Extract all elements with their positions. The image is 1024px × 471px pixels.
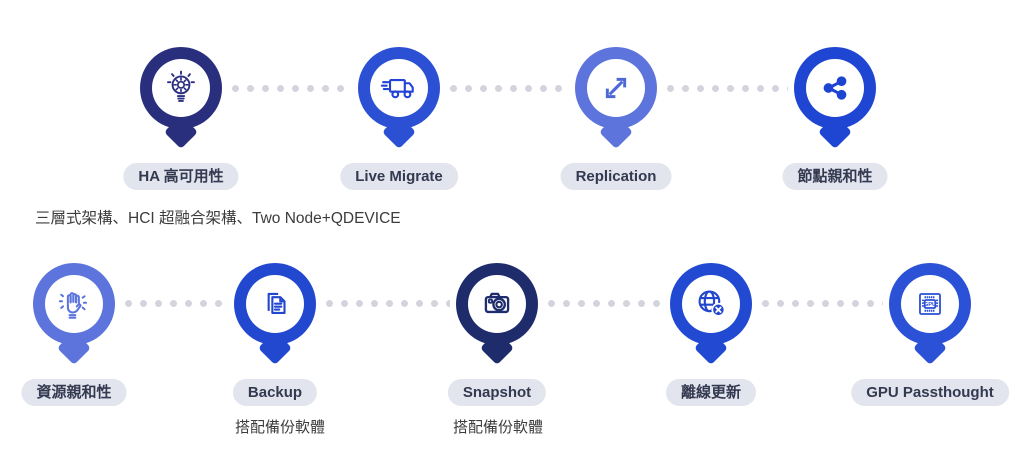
feature-pin-resource-affinity (33, 263, 115, 368)
feature-pin-live-migrate (358, 47, 440, 152)
dotted-connector (228, 85, 352, 92)
pin-head (456, 263, 538, 345)
architecture-note: 三層式架構、HCI 超融合架構、Two Node+QDEVICE (35, 210, 401, 227)
pin-head (794, 47, 876, 129)
pin-head (234, 263, 316, 345)
feature-label-backup: Backup (232, 379, 318, 406)
feature-pin-replication (575, 47, 657, 152)
feature-label-ha: HA 高可用性 (123, 163, 239, 190)
feature-pin-backup (234, 263, 316, 368)
share-nodes-icon (823, 76, 847, 100)
documents-icon (267, 292, 286, 315)
feature-pin-ha (140, 47, 222, 152)
pin-head: GPU (889, 263, 971, 345)
dotted-connector (544, 300, 664, 307)
dotted-connector (322, 300, 450, 307)
feature-label-snapshot: Snapshot (447, 379, 547, 406)
feature-sublabel-backup: 搭配備份軟體 (234, 419, 326, 436)
dotted-connector (446, 85, 569, 92)
lightbulb-gear-icon (167, 70, 195, 102)
gpu-chip-icon: GPU (919, 293, 941, 315)
feature-pin-gpu-passthrough: GPU (889, 263, 971, 368)
feature-label-gpu-passthrough: GPU Passthought (851, 379, 1009, 406)
pin-head (140, 47, 222, 129)
raised-hand-icon (58, 292, 88, 319)
dotted-connector (758, 300, 883, 307)
svg-text:GPU: GPU (924, 302, 936, 308)
globe-offline-icon (698, 290, 726, 317)
feature-pin-offline-update (670, 263, 752, 368)
dotted-connector (663, 85, 788, 92)
feature-label-offline-update: 離線更新 (665, 379, 757, 406)
sync-arrows-icon (605, 77, 627, 99)
dotted-connector (121, 300, 228, 307)
feature-sublabel-snapshot: 搭配備份軟體 (452, 419, 544, 436)
feature-label-live-migrate: Live Migrate (340, 163, 458, 190)
pin-head (575, 47, 657, 129)
feature-label-node-affinity: 節點親和性 (782, 163, 888, 190)
feature-pin-snapshot (456, 263, 538, 368)
pin-head (670, 263, 752, 345)
feature-label-resource-affinity: 資源親和性 (21, 379, 127, 406)
feature-label-replication: Replication (560, 163, 672, 190)
feature-pin-node-affinity (794, 47, 876, 152)
camera-icon (484, 292, 510, 314)
pin-head (33, 263, 115, 345)
pin-head (358, 47, 440, 129)
truck-icon (380, 79, 414, 99)
